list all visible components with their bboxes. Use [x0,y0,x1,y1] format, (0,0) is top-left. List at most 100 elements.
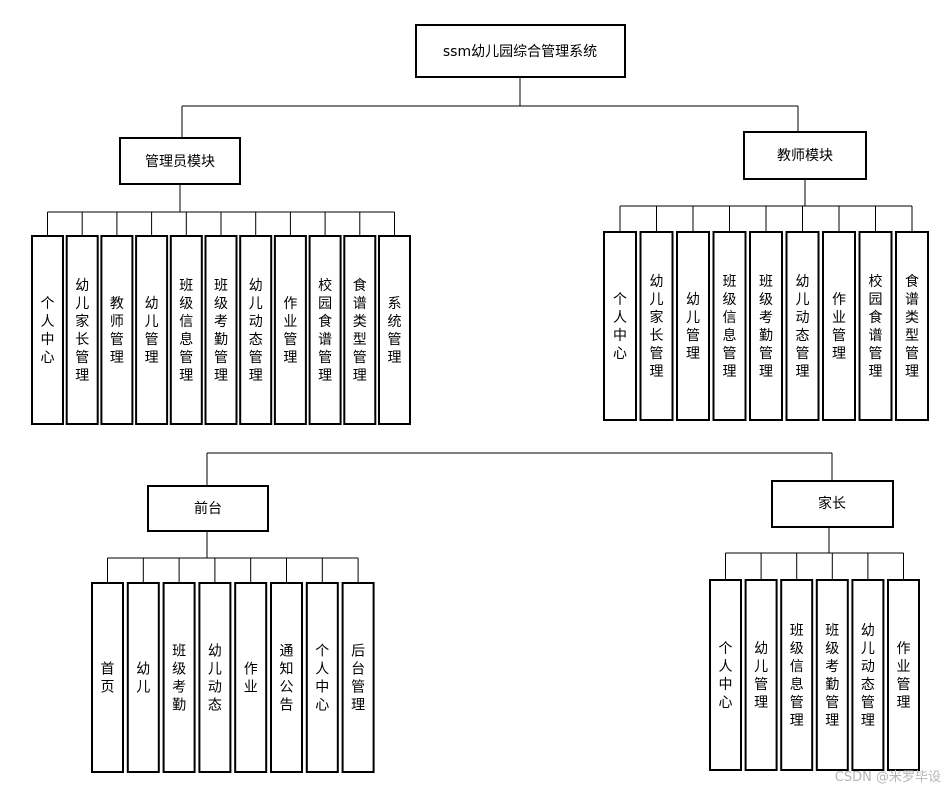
teacher-item-box [712,231,747,421]
frontend-item-box [305,582,339,773]
frontend-item-box [341,582,375,773]
watermark-text: CSDN @米罗毕设 [834,770,941,785]
frontend-item-label: 通知公告 [280,644,294,714]
teacher-item-box [676,231,710,421]
teacher-item-node: 校园食谱管理 [858,231,893,421]
parent-item-node: 个人中心 [709,579,742,771]
frontend-item-label: 个人中心 [315,644,329,714]
frontend-item-node: 班级考勤 [162,582,196,773]
teacher-item-node: 幼儿家长管理 [639,231,674,421]
admin-module-label: 管理员模块 [145,154,215,170]
admin-item-box [31,235,64,425]
teacher-item-node: 幼儿管理 [676,231,710,421]
parent-item-node: 幼儿动态管理 [851,579,885,771]
parent-item-label: 幼儿管理 [754,641,768,711]
teacher-item-box [822,231,856,421]
teacher-item-label: 幼儿动态管理 [796,274,810,380]
front-parent-connectors [206,452,833,486]
admin-item-box [239,235,273,425]
frontend-item-label: 作业 [244,662,258,696]
frontend-item-label: 幼儿动态 [208,644,222,714]
admin-item-box [378,235,411,425]
admin-item-node: 食谱类型管理 [343,235,377,425]
admin-item-box [273,235,307,425]
frontend-item-node: 首页 [91,582,124,773]
teacher-item-box [895,231,929,421]
admin-item-node: 个人中心 [31,235,64,425]
teacher-module-label: 教师模块 [777,148,833,164]
root-label: ssm幼儿园综合管理系统 [443,44,597,60]
parent-item-node: 班级考勤管理 [815,579,849,771]
parent-item-node: 班级信息管理 [780,579,814,771]
parent-item-label: 幼儿动态管理 [861,623,875,729]
frontend-item-box [162,582,196,773]
admin-item-label: 班级信息管理 [179,278,193,384]
admin-item-node: 班级考勤管理 [204,235,238,425]
parent-item-box [780,579,814,771]
parent-item-box [887,579,920,771]
admin-item-node: 幼儿管理 [135,235,169,425]
frontend-item-label: 首页 [101,662,115,696]
parent-item-label: 作业管理 [897,641,911,711]
frontend-item-node: 幼儿 [126,582,160,773]
admin-item-node: 校园食谱管理 [308,235,342,425]
teacher-item-label: 个人中心 [613,292,627,362]
admin-item-label: 校园食谱管理 [318,277,332,384]
parent-item-box [851,579,885,771]
admin-item-label: 幼儿动态管理 [249,278,263,384]
admin-module-node: 管理员模块 [119,137,241,185]
admin-item-box [204,235,238,425]
admin-item-label: 系统管理 [388,296,402,366]
parent-item-node: 幼儿管理 [744,579,778,771]
teacher-module-node: 教师模块 [743,131,867,180]
frontend-item-label: 班级考勤 [172,644,186,714]
teacher-item-label: 班级考勤管理 [759,274,773,380]
admin-item-label: 幼儿家长管理 [75,278,89,384]
admin-item-label: 作业管理 [283,296,297,366]
admin-item-label: 食谱类型管理 [353,277,367,384]
root-connectors [181,77,799,138]
teacher-item-label: 幼儿管理 [686,292,700,362]
admin-item-node: 系统管理 [378,235,411,425]
parent-item-box [744,579,778,771]
teacher-item-node: 班级信息管理 [712,231,747,421]
frontend-module-label: 前台 [194,500,222,517]
parent-item-label: 班级信息管理 [790,623,804,729]
admin-items: 个人中心 幼儿家长管理 教师管理 幼儿管理 班级信息管理 班级考勤管理 幼儿动态管理 作业管理… [31,184,411,425]
teacher-item-box [639,231,674,421]
admin-item-label: 个人中心 [41,296,55,366]
frontend-item-label: 幼儿 [136,662,150,696]
teacher-item-node: 作业管理 [822,231,856,421]
teacher-item-box [858,231,893,421]
frontend-item-box [234,582,268,773]
teacher-item-node: 食谱类型管理 [895,231,929,421]
frontend-item-node: 幼儿动态 [198,582,232,773]
parent-item-label: 班级考勤管理 [825,623,839,729]
admin-item-box [343,235,377,425]
frontend-item-node: 作业 [234,582,268,773]
admin-item-label: 班级考勤管理 [214,278,228,384]
teacher-item-label: 作业管理 [832,292,846,362]
frontend-item-box [198,582,232,773]
teacher-item-node: 个人中心 [603,231,637,421]
admin-item-node: 幼儿动态管理 [239,235,273,425]
teacher-item-label: 食谱类型管理 [905,273,919,380]
teacher-item-label: 校园食谱管理 [869,273,883,380]
parent-item-box [709,579,742,771]
admin-item-box [308,235,342,425]
teacher-item-label: 幼儿家长管理 [650,274,664,380]
teacher-item-box [785,231,820,421]
teacher-item-node: 班级考勤管理 [749,231,783,421]
admin-item-node: 作业管理 [273,235,307,425]
teacher-item-box [749,231,783,421]
root-node: ssm幼儿园综合管理系统 [415,24,626,78]
admin-item-label: 幼儿管理 [145,296,159,366]
admin-item-label: 教师管理 [110,296,124,366]
parent-item-box [815,579,849,771]
admin-item-box [169,235,203,425]
admin-item-box [135,235,169,425]
admin-item-node: 班级信息管理 [169,235,203,425]
frontend-item-node: 个人中心 [305,582,339,773]
